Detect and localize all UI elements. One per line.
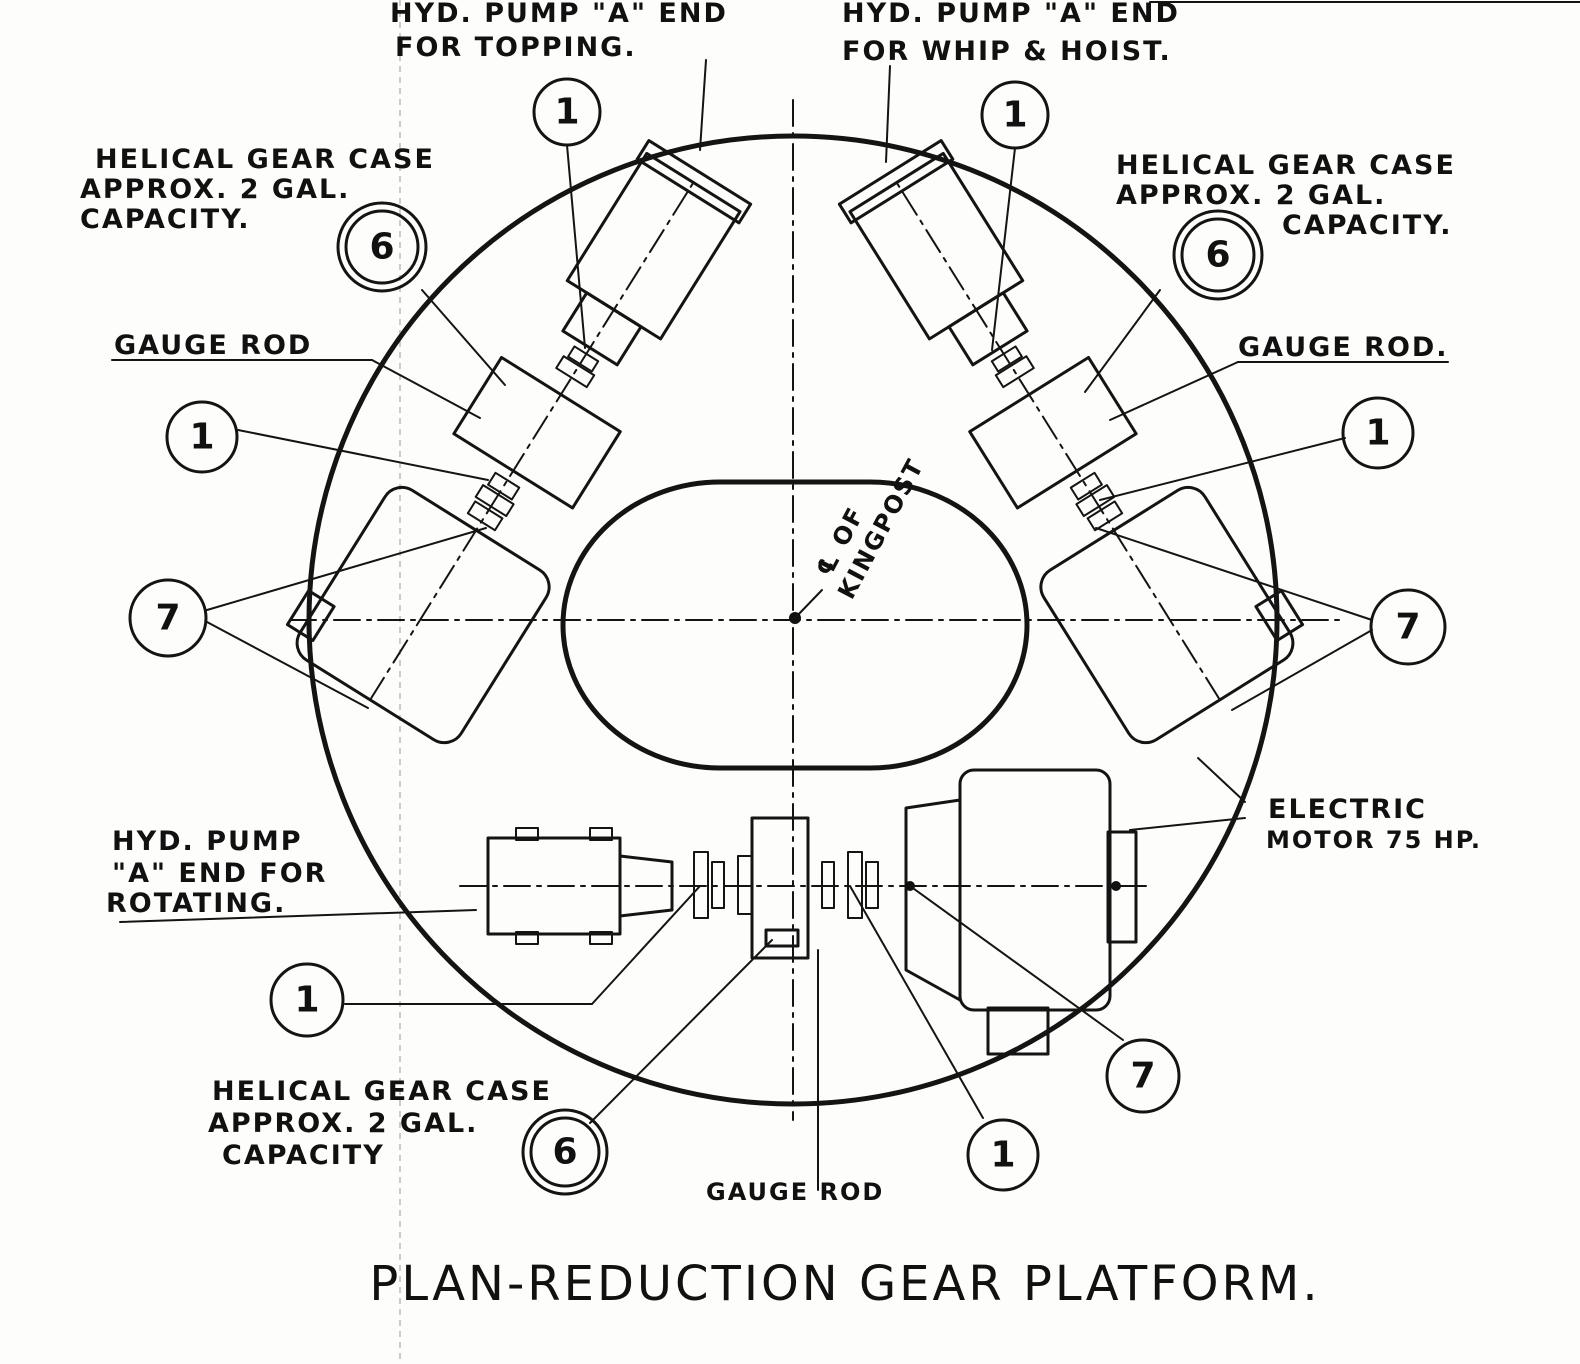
- svg-text:7: 7: [1395, 607, 1420, 648]
- drawing-title: PLAN-REDUCTION GEAR PLATFORM.: [369, 1256, 1320, 1312]
- callout-item-7: 7: [1369, 588, 1447, 666]
- motor-terminal-box: [285, 589, 336, 643]
- svg-text:CAPACITY: CAPACITY: [222, 1140, 385, 1171]
- shaft-dot: [1111, 881, 1121, 891]
- motor-end-bell: [904, 798, 962, 1002]
- topping-drive-assembly: [285, 139, 753, 745]
- svg-text:"A" END FOR: "A" END FOR: [112, 858, 327, 889]
- svg-text:7: 7: [155, 598, 180, 639]
- callout-item-7: 7: [1105, 1038, 1181, 1114]
- label-pump-rotating: HYD. PUMP "A" END FOR ROTATING.: [106, 826, 327, 919]
- motor-terminal-box: [986, 1006, 1050, 1056]
- svg-text:1: 1: [1365, 413, 1390, 454]
- label-pump-topping: HYD. PUMP "A" END FOR TOPPING.: [390, 0, 728, 63]
- callout-item-1: 1: [269, 962, 345, 1038]
- svg-text:APPROX. 2 GAL.: APPROX. 2 GAL.: [1116, 180, 1386, 211]
- label-gauge-rod-left: GAUGE ROD: [114, 330, 312, 361]
- coupling: [994, 355, 1035, 389]
- label-pump-whip-hoist: HYD. PUMP "A" END FOR WHIP & HOIST.: [842, 0, 1180, 67]
- topping-pump-flange: [635, 139, 753, 225]
- pump-foot: [589, 827, 613, 841]
- topping-pump-neck: [561, 291, 643, 367]
- shaft-centerline: [369, 181, 695, 701]
- callout-item-6: 6: [521, 1108, 609, 1196]
- svg-text:1: 1: [294, 980, 319, 1021]
- svg-text:HYD. PUMP "A" END: HYD. PUMP "A" END: [842, 0, 1180, 29]
- callout-item-6: 6: [1172, 209, 1264, 301]
- svg-text:1: 1: [990, 1135, 1015, 1176]
- svg-text:6: 6: [1205, 235, 1230, 276]
- svg-text:FOR TOPPING.: FOR TOPPING.: [395, 32, 637, 63]
- svg-text:7: 7: [1130, 1056, 1155, 1097]
- pump-foot: [515, 931, 539, 945]
- whip-pump-flange: [837, 139, 955, 225]
- rotating-electric-motor: [958, 768, 1112, 1012]
- svg-text:6: 6: [552, 1132, 577, 1173]
- svg-text:FOR WHIP & HOIST.: FOR WHIP & HOIST.: [842, 36, 1172, 67]
- callout-item-1: 1: [532, 77, 602, 147]
- label-gauge-rod-right: GAUGE ROD.: [1238, 332, 1449, 363]
- label-gear-case-right: HELICAL GEAR CASE APPROX. 2 GAL. CAPACIT…: [1116, 150, 1456, 241]
- pump-neck: [618, 854, 674, 918]
- svg-text:1: 1: [1002, 95, 1027, 136]
- pump-foot: [515, 827, 539, 841]
- label-gear-case-bottom: HELICAL GEAR CASE APPROX. 2 GAL. CAPACIT…: [208, 1076, 552, 1171]
- svg-text:HELICAL GEAR CASE: HELICAL GEAR CASE: [95, 144, 435, 175]
- whip-pump-neck: [947, 291, 1029, 367]
- svg-text:1: 1: [554, 92, 579, 133]
- pump-foot: [589, 931, 613, 945]
- rotating-drive-assembly: [459, 768, 1151, 1056]
- coupling: [1086, 500, 1124, 532]
- svg-text:ROTATING.: ROTATING.: [106, 888, 286, 919]
- whip-hoist-drive-assembly: [837, 139, 1305, 745]
- callout-item-1: 1: [1341, 396, 1415, 470]
- svg-text:CAPACITY.: CAPACITY.: [1282, 210, 1453, 241]
- callout-item-1: 1: [165, 400, 239, 474]
- svg-text:ELECTRIC: ELECTRIC: [1268, 794, 1427, 825]
- motor-terminal-box: [1254, 589, 1305, 643]
- kingpost-opening: [560, 479, 1030, 771]
- callout-item-1: 1: [966, 1118, 1040, 1192]
- coupling: [555, 355, 596, 389]
- svg-text:HYD. PUMP "A" END: HYD. PUMP "A" END: [390, 0, 728, 29]
- kingpost-label: ℄ OF KINGPOST: [811, 454, 930, 604]
- coupling: [466, 500, 504, 532]
- kingpost-leader: [794, 589, 823, 619]
- gauge-rod-box: [764, 928, 800, 948]
- svg-text:1: 1: [189, 417, 214, 458]
- svg-text:6: 6: [369, 227, 394, 268]
- label-electric-motor: ELECTRIC MOTOR 75 HP.: [1266, 794, 1482, 854]
- label-gauge-rod-bottom: GAUGE ROD: [706, 1178, 884, 1206]
- svg-text:HELICAL GEAR CASE: HELICAL GEAR CASE: [212, 1076, 552, 1107]
- svg-text:MOTOR 75 HP.: MOTOR 75 HP.: [1266, 826, 1482, 854]
- svg-text:CAPACITY.: CAPACITY.: [80, 204, 251, 235]
- rotating-gear-case: [750, 816, 810, 960]
- shaft-centerline: [895, 181, 1221, 701]
- label-gear-case-left: HELICAL GEAR CASE APPROX. 2 GAL. CAPACIT…: [80, 144, 435, 235]
- svg-text:APPROX. 2 GAL.: APPROX. 2 GAL.: [208, 1108, 478, 1139]
- svg-text:HELICAL GEAR CASE: HELICAL GEAR CASE: [1116, 150, 1456, 181]
- svg-text:HYD. PUMP: HYD. PUMP: [112, 826, 303, 857]
- callout-item-7: 7: [128, 578, 208, 658]
- callout-item-6: 6: [336, 201, 428, 293]
- callout-item-1: 1: [980, 80, 1050, 150]
- leader-lines: [111, 59, 1449, 1191]
- svg-text:APPROX. 2 GAL.: APPROX. 2 GAL.: [80, 174, 350, 205]
